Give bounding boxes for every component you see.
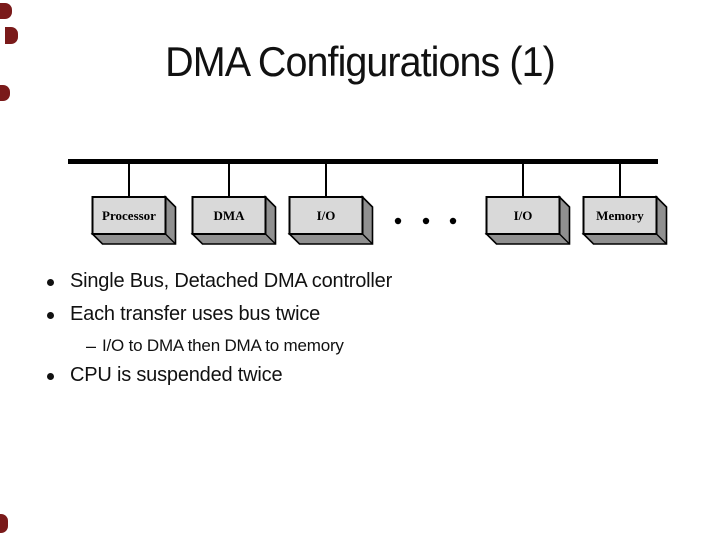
bullet-text: Single Bus, Detached DMA controller <box>70 270 393 292</box>
box-3d-edge <box>559 233 570 245</box>
slide-title: DMA Configurations (1) <box>165 38 556 85</box>
box-label: Processor <box>102 208 156 223</box>
box-front-face <box>191 196 267 235</box>
box-label: I/O <box>514 208 533 223</box>
template-ornament-fragment <box>0 514 8 533</box>
box-label: I/O <box>317 208 336 223</box>
box-label: Memory <box>596 208 644 223</box>
box-label: DMA <box>213 208 245 223</box>
bullet-text: CPU is suspended twice <box>70 364 283 386</box>
template-ornament-fragment <box>5 27 18 44</box>
template-ornament-fragment <box>0 3 12 19</box>
system-bus-line <box>68 159 658 164</box>
ellipsis-dot <box>422 217 430 225</box>
template-ornament-fragment <box>0 85 10 101</box>
box-3d-edge <box>265 233 276 245</box>
box-front-face <box>288 196 364 235</box>
box-3d-edge <box>165 233 176 245</box>
bullet-dot-marker <box>47 373 54 380</box>
bullet-dash-marker: – <box>86 336 97 356</box>
box-front-face <box>91 196 167 235</box>
box-front-face <box>485 196 561 235</box>
ellipsis-dot <box>449 217 457 225</box>
single-bus-dma-diagram: Processor DMA I/O I/O Memory <box>68 159 668 245</box>
bullet-dot-marker <box>47 312 54 319</box>
box-3d-edge <box>362 233 373 245</box>
bullet-dot-marker <box>47 279 54 286</box>
ellipsis-dot <box>394 217 402 225</box>
bullet-text: I/O to DMA then DMA to memory <box>102 336 344 355</box>
box-front-face <box>582 196 658 235</box>
bullet-text: Each transfer uses bus twice <box>70 303 321 325</box>
box-3d-edge <box>656 233 667 245</box>
